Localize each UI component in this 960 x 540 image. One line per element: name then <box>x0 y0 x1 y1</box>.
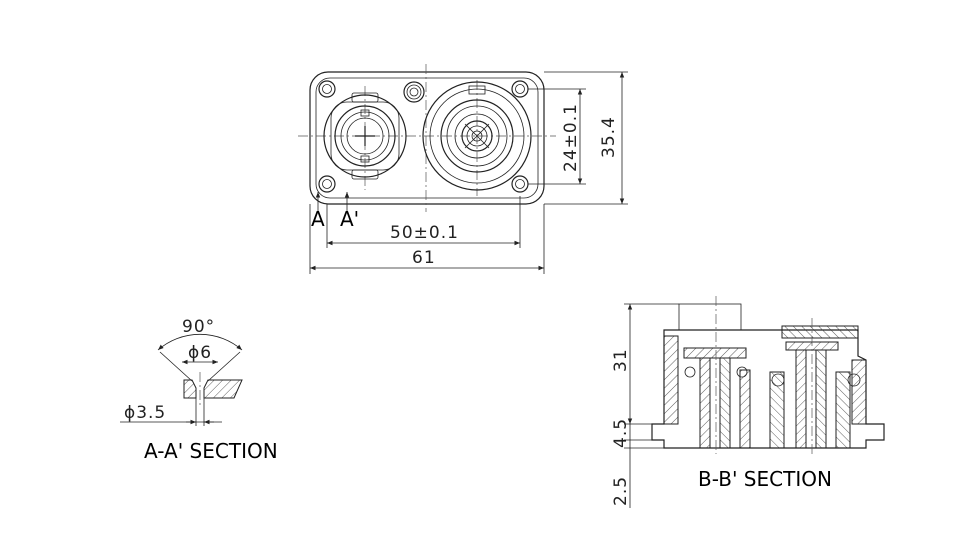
right-connector <box>422 81 532 191</box>
plate-section-right <box>203 379 243 399</box>
dim-hole-spacing: 50±0.1 <box>390 223 459 243</box>
dim-height: 31 <box>611 348 631 372</box>
flange-plate-outline <box>309 71 545 205</box>
dim-flange: 4.5 <box>611 418 631 448</box>
left-wall <box>663 335 679 425</box>
left-insert-top <box>683 347 747 359</box>
dim-countersink: ϕ6 <box>188 343 212 363</box>
mounting-hole-top-right <box>511 80 529 98</box>
housing-outline <box>651 329 885 449</box>
dim-vertical-spacing: 24±0.1 <box>561 103 581 172</box>
right-sleeve-left <box>769 371 785 449</box>
left-pin-3 <box>739 369 751 449</box>
left-pin-1 <box>699 357 711 449</box>
dim-overall-height: 35.4 <box>599 116 619 158</box>
plate-section-left <box>183 379 197 399</box>
right-pin-1 <box>795 349 807 449</box>
right-pin-2 <box>815 349 827 449</box>
mounting-hole-bottom-left <box>318 175 336 193</box>
dim-angle: 90° <box>182 317 215 337</box>
section-bb: 31 4.5 2.5 B-B' SECTION <box>611 296 885 508</box>
section-mark-a: A <box>311 207 325 231</box>
section-aa-title: A-A' SECTION <box>144 439 278 463</box>
section-aa: 90° ϕ6 ϕ3.5 A-A' SECTION <box>120 317 278 463</box>
section-bb-title: B-B' SECTION <box>698 467 832 491</box>
right-sleeve-right <box>835 371 851 449</box>
flange-plate-inner <box>315 77 539 199</box>
right-wall <box>851 359 867 425</box>
top-contact-block <box>678 303 742 331</box>
top-cap <box>781 325 859 339</box>
left-pin-2 <box>719 357 731 449</box>
dim-overall-width: 61 <box>412 248 436 268</box>
dim-hole: ϕ3.5 <box>124 403 166 423</box>
mounting-hole-top-left <box>318 80 336 98</box>
section-mark-a-prime: A' <box>340 207 359 231</box>
angle-arc <box>157 333 243 351</box>
dim-offset: 2.5 <box>611 476 631 506</box>
center-screw <box>403 81 425 103</box>
mounting-hole-bottom-right <box>511 175 529 193</box>
front-view: A A' 50±0.1 61 24±0.1 35.4 <box>298 64 628 274</box>
left-connector <box>323 92 407 180</box>
